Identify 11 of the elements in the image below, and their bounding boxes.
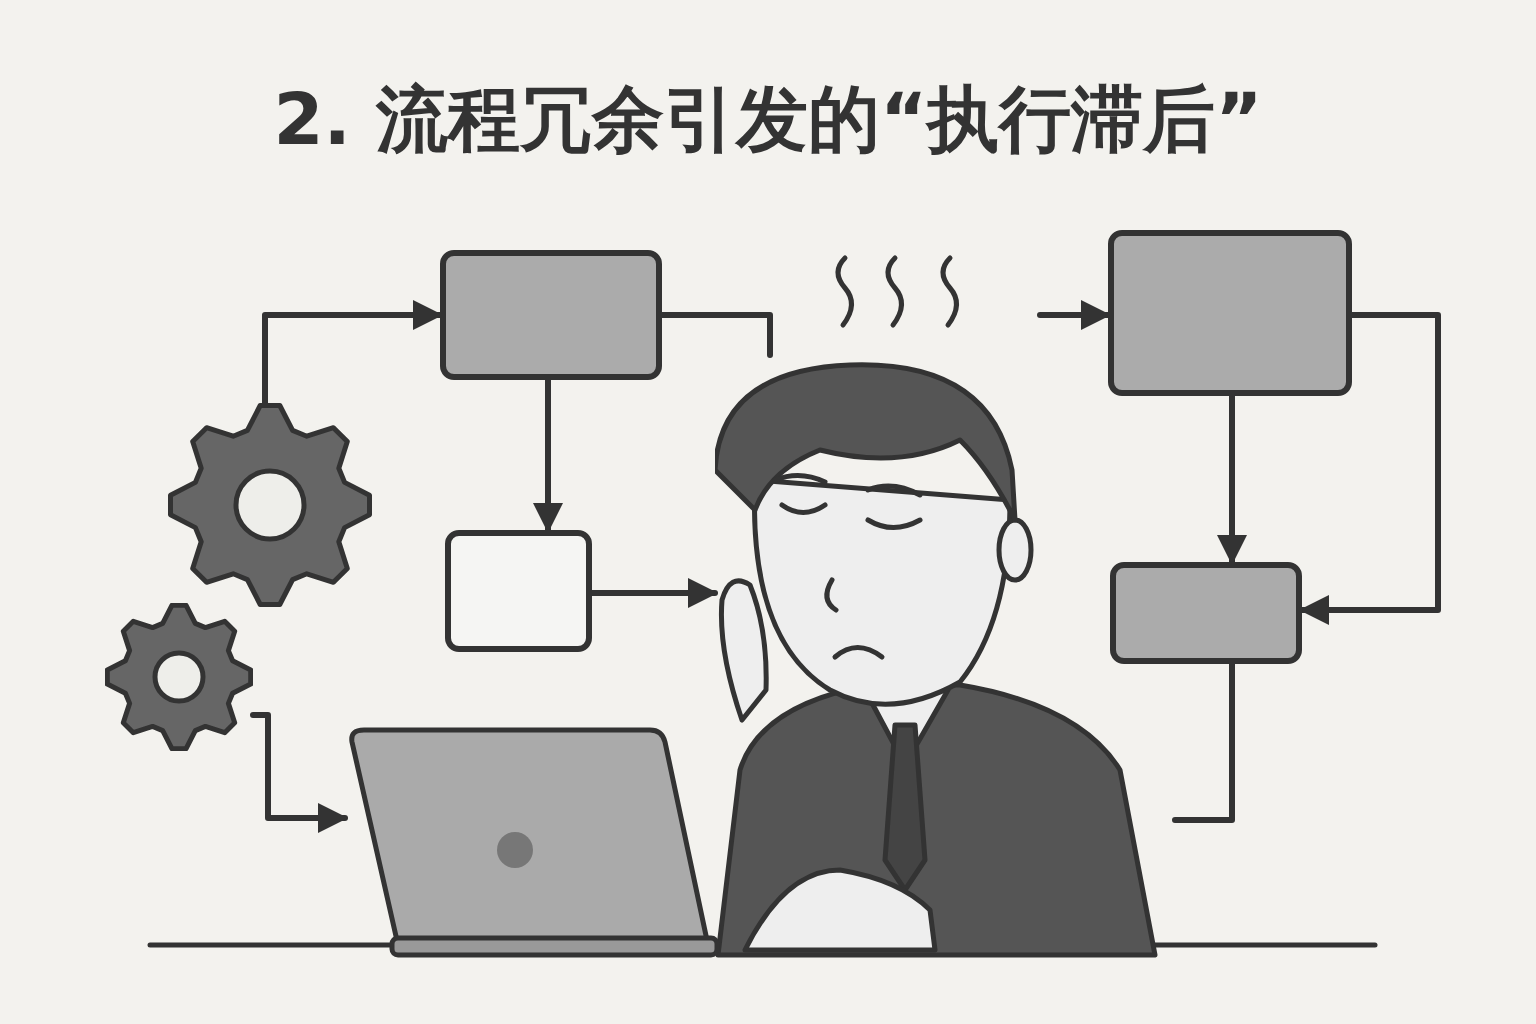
arrow [533, 377, 563, 533]
arrow [250, 712, 348, 833]
arrow [1217, 393, 1247, 565]
process-box [440, 250, 662, 380]
connector-line [1172, 661, 1235, 823]
process-box [445, 530, 592, 652]
process-box [1110, 562, 1302, 664]
title: 2. 流程冗余引发的“执行滞后” [272, 80, 1264, 160]
process-box [1108, 230, 1352, 396]
gear-icon [168, 403, 372, 607]
gear-icon [105, 603, 253, 751]
